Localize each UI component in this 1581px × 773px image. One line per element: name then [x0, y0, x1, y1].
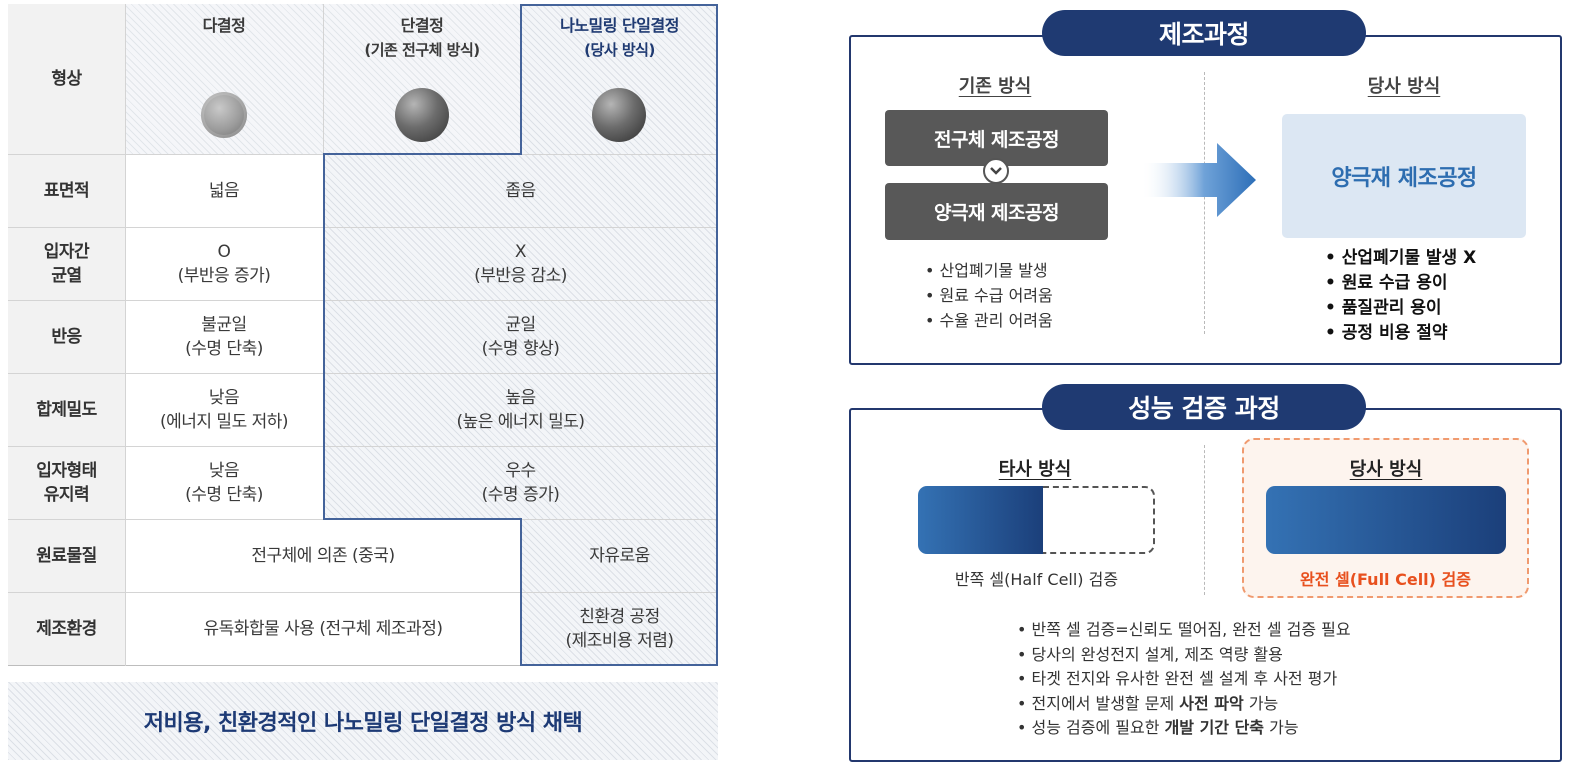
list-item: 당사의 완성전지 설계, 제조 역량 활용	[1017, 643, 1351, 668]
process-step-cathode-ours: 양극재 제조공정	[1282, 114, 1526, 238]
retention-polycrystal: 낮음(수명 단축)	[185, 460, 263, 505]
highlight-border	[520, 4, 718, 6]
crack-single-crystal: X(부반응 감소)	[474, 241, 567, 286]
verify-left-title: 타사 방식	[998, 459, 1072, 480]
surface-area-single-crystal: 좁음	[505, 180, 536, 201]
row-divider	[8, 373, 718, 374]
highlight-border	[520, 518, 522, 666]
process-right-title: 당사 방식	[1367, 76, 1441, 97]
highlight-border	[520, 664, 718, 666]
list-item: 타겟 전지와 유사한 완전 셀 설계 후 사전 평가	[1017, 667, 1351, 692]
highlight-border	[520, 4, 522, 155]
list-item: 산업폐기물 발생	[925, 258, 1053, 283]
single-crystal-particle-image	[395, 88, 449, 142]
highlight-border	[323, 153, 522, 155]
density-single-crystal: 높음(높은 에너지 밀도)	[456, 387, 585, 432]
half-cell-bar-empty	[1043, 486, 1155, 554]
chevron-down-icon	[983, 158, 1009, 184]
row-label-density: 합제밀도	[8, 373, 125, 446]
list-item: 산업폐기물 발생 X	[1325, 246, 1476, 271]
reaction-single-crystal: 균일(수명 향상)	[481, 314, 560, 359]
row-label-raw-material: 원료물질	[8, 519, 125, 592]
density-polycrystal: 낮음(에너지 밀도 저하)	[159, 387, 289, 432]
verification-bullets: 반쪽 셀 검증=신뢰도 떨어짐, 완전 셀 검증 필요 당사의 완성전지 설계,…	[1017, 618, 1351, 741]
raw-material-nanomilling: 자유로움	[589, 545, 650, 566]
list-item: 수율 관리 어려움	[925, 308, 1053, 333]
verification-divider	[1204, 445, 1205, 595]
row-label-shape: 형상	[8, 4, 125, 154]
process-right-bullets: 산업폐기물 발생 X 원료 수급 용이 품질관리 용이 공정 비용 절약	[1325, 246, 1476, 346]
reaction-polycrystal: 불균일(수명 단축)	[185, 314, 263, 359]
row-label-reaction: 반응	[8, 300, 125, 373]
retention-single-crystal: 우수(수명 증가)	[481, 460, 560, 505]
list-item: 공정 비용 절약	[1325, 321, 1476, 346]
row-divider	[8, 227, 718, 228]
column-divider	[125, 4, 126, 666]
full-cell-caption: 완전 셀(Full Cell) 검증	[1300, 570, 1471, 589]
list-item: 반쪽 셀 검증=신뢰도 떨어짐, 완전 셀 검증 필요	[1017, 618, 1351, 643]
list-item: 품질관리 용이	[1325, 296, 1476, 321]
full-cell-bar	[1266, 486, 1506, 554]
highlight-border	[716, 4, 718, 666]
polycrystal-particle-image	[201, 92, 247, 138]
process-left-title: 기존 방식	[958, 76, 1032, 97]
summary-text: 저비용, 친환경적인 나노밀링 단일결정 방식 채택	[143, 711, 583, 736]
crack-polycrystal: O(부반응 증가)	[177, 241, 271, 286]
list-item: 성능 검증에 필요한 개발 기간 단축 가능	[1017, 716, 1351, 741]
column-header-single-crystal: 단결정 (기존 전구체 방식)	[364, 16, 480, 59]
highlight-region-middle	[323, 154, 718, 519]
surface-area-polycrystal: 넓음	[208, 180, 240, 201]
row-label-surface-area: 표면적	[8, 154, 125, 227]
row-divider	[8, 592, 718, 593]
verification-panel-title: 성능 검증 과정	[1042, 384, 1366, 430]
process-left-bullets: 산업폐기물 발생 원료 수급 어려움 수율 관리 어려움	[925, 258, 1053, 333]
column-header-polycrystal: 다결정	[202, 16, 246, 35]
summary-banner: 저비용, 친환경적인 나노밀링 단일결정 방식 채택	[8, 682, 718, 760]
table-bottom-border	[8, 665, 718, 666]
list-item: 전지에서 발생할 문제 사전 파악 가능	[1017, 692, 1351, 717]
list-item: 원료 수급 용이	[1325, 271, 1476, 296]
column-divider	[323, 4, 324, 154]
row-divider	[8, 446, 718, 447]
highlight-border	[323, 153, 325, 520]
list-item: 원료 수급 어려움	[925, 283, 1053, 308]
environment-conventional: 유독화합물 사용 (전구체 제조과정)	[203, 619, 443, 639]
process-step-cathode-conventional: 양극재 제조공정	[885, 183, 1108, 240]
verify-right-title: 당사 방식	[1349, 459, 1423, 480]
environment-nanomilling: 친환경 공정(제조비용 저렴)	[565, 607, 674, 651]
raw-material-conventional: 전구체에 의존 (중국)	[251, 545, 395, 566]
row-label-manufacturing-env: 제조환경	[8, 592, 125, 666]
highlight-border	[323, 518, 522, 520]
half-cell-bar	[918, 486, 1043, 554]
process-divider	[1204, 72, 1205, 334]
highlight-region-top	[521, 4, 718, 154]
nanomilling-particle-image	[592, 88, 646, 142]
process-panel-title: 제조과정	[1042, 10, 1366, 56]
row-divider	[8, 300, 718, 301]
half-cell-caption: 반쪽 셀(Half Cell) 검증	[954, 570, 1119, 589]
process-step-precursor: 전구체 제조공정	[885, 110, 1108, 166]
arrow-right-icon	[1141, 143, 1256, 217]
column-header-nanomilling: 나노밀링 단일결정 (당사 방식)	[560, 16, 679, 59]
